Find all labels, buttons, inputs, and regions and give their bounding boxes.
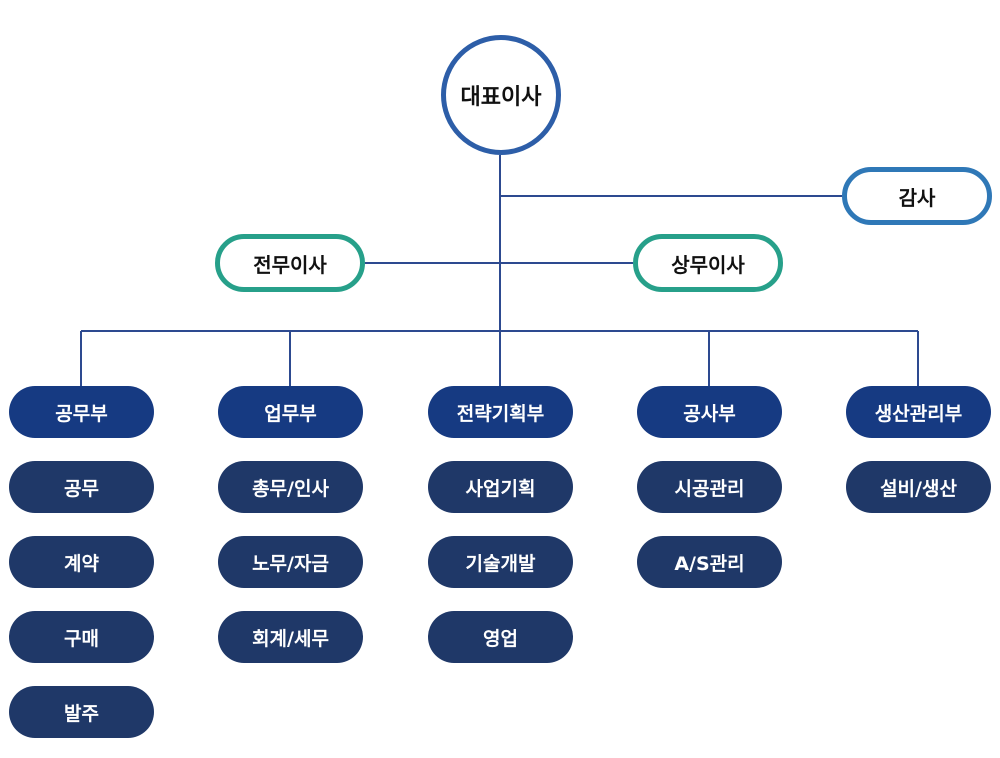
department-node: 전략기획부 xyxy=(428,386,573,438)
team-node: 총무/인사 xyxy=(218,461,363,513)
team-node: 기술개발 xyxy=(428,536,573,588)
department-node: 생산관리부 xyxy=(846,386,991,438)
ceo-node: 대표이사 xyxy=(441,35,561,155)
managing-director-node: 상무이사 xyxy=(633,234,783,292)
department-node: 공사부 xyxy=(637,386,782,438)
team-node: 구매 xyxy=(9,611,154,663)
department-node: 공무부 xyxy=(9,386,154,438)
team-node: 발주 xyxy=(9,686,154,738)
executive-director-node: 전무이사 xyxy=(215,234,365,292)
team-node: 설비/생산 xyxy=(846,461,991,513)
audit-node: 감사 xyxy=(842,167,992,225)
department-node: 업무부 xyxy=(218,386,363,438)
team-node: 영업 xyxy=(428,611,573,663)
team-node: 시공관리 xyxy=(637,461,782,513)
team-node: 계약 xyxy=(9,536,154,588)
team-node: 회계/세무 xyxy=(218,611,363,663)
team-node: 사업기획 xyxy=(428,461,573,513)
team-node: 노무/자금 xyxy=(218,536,363,588)
team-node: 공무 xyxy=(9,461,154,513)
team-node: A/S관리 xyxy=(637,536,782,588)
